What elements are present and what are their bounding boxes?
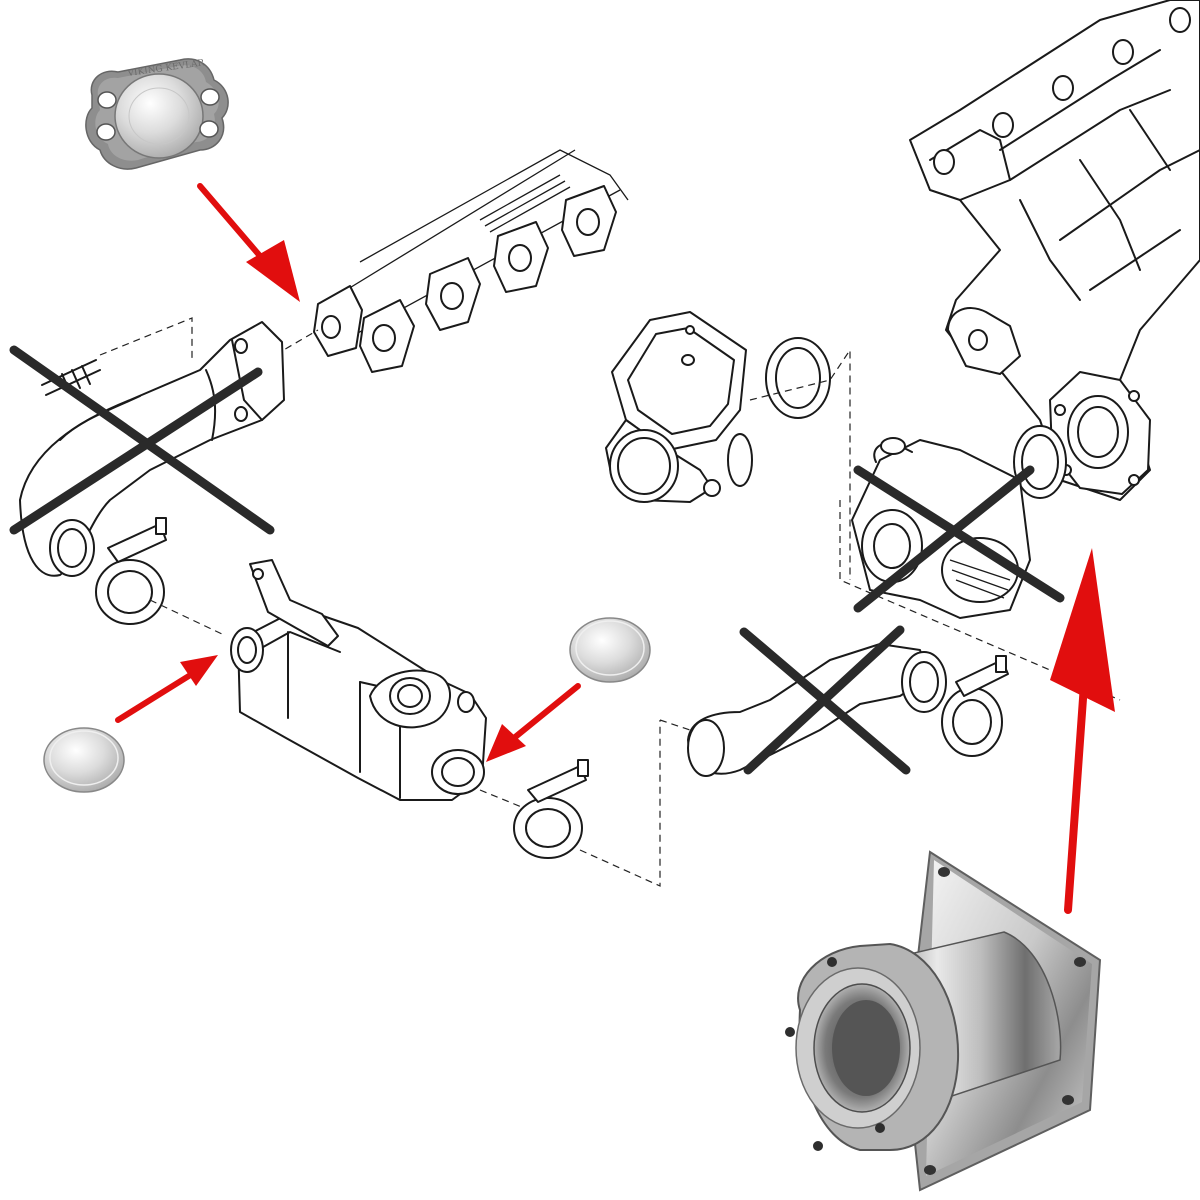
intake-manifold-drawing [909, 0, 1200, 501]
removal-cross-left [9, 345, 275, 535]
removal-cross-right [853, 465, 1065, 613]
clamp-left-drawing [95, 517, 223, 635]
arrow-to-manifold [197, 183, 300, 302]
egr-pipe-right-drawing [659, 643, 947, 777]
blanking-plate-photo: VIKING KEVLAR [85, 58, 229, 170]
clamp-lower-drawing [479, 720, 661, 887]
arrow-to-cooler-right [486, 683, 581, 762]
removal-cross-center [739, 625, 911, 775]
clamp-right-drawing [941, 655, 1009, 757]
throttle-body-drawing [605, 311, 753, 503]
exhaust-manifold-drawing [274, 149, 629, 373]
arrow-to-intake [1050, 548, 1115, 914]
blanking-disc-right-photo [569, 617, 651, 683]
gasket-ring-throttle [749, 337, 851, 580]
arrow-to-cooler-left [115, 655, 218, 723]
blanking-disc-left-photo [43, 727, 125, 793]
egr-delete-adapter-photo [785, 850, 1102, 1192]
egr-cooler-drawing [230, 559, 487, 801]
